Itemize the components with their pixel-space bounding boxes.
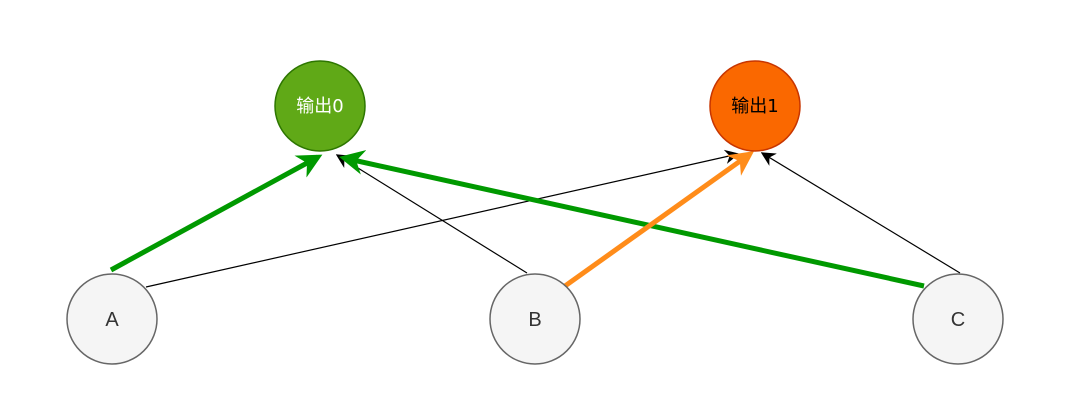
node-b-circle [489,273,581,365]
node-c: C [912,273,1004,365]
edge-c-to-output0 [339,150,925,289]
node-output1-label: 输出1 [731,96,778,117]
node-a-label: A [105,309,119,331]
node-output1-circle [709,60,801,152]
node-b: B [489,273,581,365]
node-output0-circle [274,60,366,152]
edge-b-to-output0 [335,154,528,274]
node-c-label: C [951,309,965,331]
node-b-label: B [528,309,541,331]
node-a: A [66,273,158,365]
edge-a-to-output0 [109,154,323,273]
edge-b-to-output1 [563,151,755,289]
node-c-circle [912,273,1004,365]
node-a-circle [66,273,158,365]
edge-c-to-output1 [760,152,961,274]
edges [109,149,961,289]
node-output0: 输出0 [274,60,366,152]
node-output1: 输出1 [709,60,801,152]
node-output0-label: 输出0 [296,96,343,117]
